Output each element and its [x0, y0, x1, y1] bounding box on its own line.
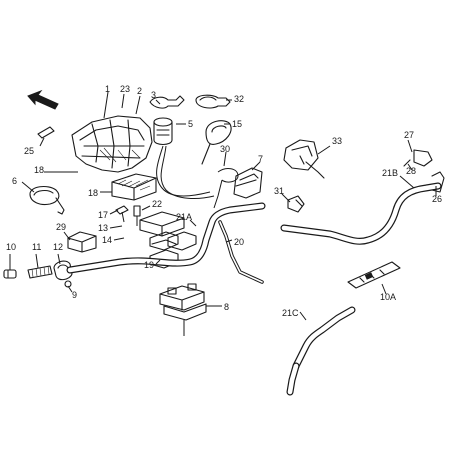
label-13: 13 [98, 223, 108, 233]
part-20-crossbar [218, 220, 264, 284]
label-5: 5 [188, 119, 193, 129]
handlebar-clamp-assembly [139, 211, 197, 269]
label-18: 18 [88, 188, 98, 198]
label-3: 3 [151, 90, 156, 100]
part-7-right-switch [233, 167, 263, 199]
part-25-pad [37, 126, 55, 139]
part-22-bolt [133, 205, 141, 226]
label-27: 27 [404, 130, 414, 140]
label-15: 15 [232, 119, 242, 129]
part-21a-handlebar [66, 202, 266, 274]
part-29-clamp [67, 231, 97, 253]
label-21c: 21C [282, 308, 299, 318]
label-10a: 10A [380, 292, 396, 302]
label-7: 7 [258, 154, 263, 164]
front-direction-arrow [27, 89, 59, 110]
part-30-cable-guide [213, 168, 239, 209]
label-10: 10 [6, 242, 16, 252]
part-33-hand-guard [283, 139, 325, 179]
label-14: 14 [102, 235, 112, 245]
part-21c-handlebar [286, 306, 356, 396]
label-26: 26 [432, 194, 442, 204]
label-1: 1 [105, 84, 110, 94]
label-30: 30 [220, 144, 230, 154]
part-32-cap [195, 94, 231, 109]
label-29: 29 [56, 222, 66, 232]
part-10a-pad [347, 261, 401, 289]
label-6: 6 [12, 176, 17, 186]
label-28: 28 [406, 166, 416, 176]
part-21b-handlebar [280, 182, 442, 245]
label-9: 9 [72, 290, 77, 300]
part-labels: 1 23 2 3 32 5 15 25 33 27 30 7 28 18 21B… [6, 84, 442, 318]
label-2: 2 [137, 86, 142, 96]
label-23: 23 [120, 84, 130, 94]
label-17: 17 [98, 210, 108, 220]
label-19: 19 [144, 260, 154, 270]
label-18-top: 18 [34, 165, 44, 175]
part-31-bracket [287, 195, 305, 213]
label-22: 22 [152, 199, 162, 209]
part-27-28-lever [403, 149, 433, 167]
part-8-lower-clamp [159, 283, 207, 336]
part-3-key-switch [149, 95, 185, 109]
label-11: 11 [32, 242, 41, 252]
label-20: 20 [234, 237, 244, 247]
label-32: 32 [234, 94, 244, 104]
label-8: 8 [224, 302, 229, 312]
part-9-stopper [64, 280, 72, 288]
label-25: 25 [24, 146, 34, 156]
label-33: 33 [332, 136, 342, 146]
part-1-front-cover [71, 115, 153, 173]
part-5-ignition-switch [153, 117, 215, 199]
label-12: 12 [53, 242, 63, 252]
part-6-mirror [29, 185, 65, 215]
label-21a: 21A [176, 212, 192, 222]
label-31: 31 [274, 186, 284, 196]
part-26-clip [431, 171, 445, 193]
part-15-throttle [201, 120, 232, 165]
part-12-throttle-housing [53, 260, 73, 281]
label-21b: 21B [382, 168, 398, 178]
part-11-grip [27, 265, 53, 279]
leader-lines [9, 91, 437, 321]
part-17-bolt [115, 205, 129, 223]
part-10-bar-end [3, 269, 17, 279]
part-18-box-panel [111, 173, 157, 201]
